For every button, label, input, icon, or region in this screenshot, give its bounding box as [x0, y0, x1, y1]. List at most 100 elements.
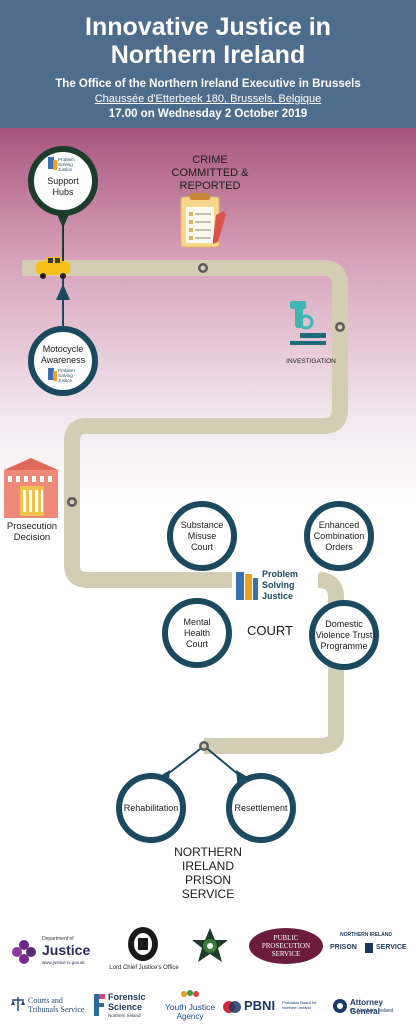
yja-line-2: Agency — [176, 1012, 204, 1021]
investigation-label: INVESTIGATION — [286, 358, 336, 365]
mini-logo-line-1: Problem — [58, 157, 75, 162]
support-hubs-line-2: Hubs — [52, 187, 74, 197]
crime-report-icon — [180, 193, 226, 248]
support-hubs-label: Support Hubs — [36, 176, 90, 198]
fsni-line-2: Science — [108, 1002, 143, 1012]
enhanced-combination-orders-circle — [304, 501, 374, 571]
substance-line-3: Court — [190, 542, 213, 552]
substance-line-1: Substance — [180, 520, 224, 530]
domestic-line-2: Violence Trust — [315, 630, 373, 640]
fsni-line-3: Northern Ireland — [108, 1013, 141, 1018]
prison-line-4: SERVICE — [181, 887, 235, 901]
doj-main-text: Justice — [42, 942, 91, 958]
road-stop — [335, 322, 345, 332]
nips-left-text: PRISON — [330, 944, 357, 951]
support-hubs-mini-logo: Problem Solving Justice — [58, 157, 84, 172]
enhanced-line-1: Enhanced — [318, 520, 360, 530]
prison-line-1: NORTHERN — [174, 845, 242, 859]
problem-solving-justice-logo — [232, 566, 318, 606]
nips-top-text: NORTHERN IRELAND — [340, 932, 392, 938]
ag-line-1: Attorney General — [350, 998, 383, 1016]
psj-line-1: Problem — [262, 569, 299, 579]
youth-justice-agency-logo: Youth Justice Agency — [160, 990, 220, 1024]
psni-crest-logo — [190, 926, 230, 970]
psj-line-3: Justice — [262, 591, 294, 601]
doj-emblem-icon — [12, 940, 36, 964]
courts-line-1: Courts and — [28, 996, 63, 1005]
prison-line-3: PRISON — [184, 873, 231, 887]
psj-logo-text: Problem Solving Justice — [262, 569, 318, 602]
prosecution-line-2: Decision — [13, 532, 51, 543]
crime-stage-label: CRIME COMMITTED & REPORTED — [160, 154, 260, 193]
mental-health-label: Mental Health Court — [167, 617, 227, 650]
prison-line-2: IRELAND — [181, 859, 234, 873]
enhanced-combination-label: Enhanced Combination Orders — [306, 520, 372, 553]
resettlement-label: Resettlement — [234, 803, 288, 813]
pbni-mark-icon — [223, 1001, 241, 1013]
domestic-violence-circle — [309, 600, 379, 670]
attorney-general-logo: Attorney General for Northern Ireland — [332, 996, 414, 1018]
rehabilitation-circle — [116, 773, 186, 843]
pbni-sub-text: Probation Board for Northern Ireland — [282, 1000, 317, 1010]
rehabilitation-label: Rehabilitation — [123, 803, 179, 813]
motocycle-awareness-label: Motocycle Awareness — [33, 344, 93, 366]
road-stop — [199, 741, 209, 751]
ag-crest-icon — [333, 999, 347, 1013]
substance-misuse-court-circle — [167, 501, 237, 571]
lord-chief-justice-logo: Lord Chief Justice's Office — [104, 924, 184, 978]
event-header: Innovative Justice in Northern Ireland T… — [0, 0, 416, 128]
psni-star-icon — [192, 928, 228, 962]
motocycle-line-2: Awareness — [40, 355, 86, 365]
pps-line-1: PUBLIC — [273, 934, 299, 942]
court-stage-label: COURT — [247, 623, 293, 638]
scales-icon — [11, 997, 25, 1011]
crime-line-2: COMMITTED & — [171, 167, 249, 179]
event-address-link[interactable]: Chaussée d'Etterbeek 180, Brussels, Belg… — [94, 93, 322, 105]
courts-line-2: Tribunals Service — [28, 1005, 85, 1014]
nips-right-text: SERVICE — [376, 944, 407, 951]
title-line-1: Innovative Justice in — [85, 13, 331, 41]
prosecution-building-icon — [4, 458, 58, 518]
support-hubs-line-1: Support — [47, 176, 79, 186]
partner-logos: Department of Justice www.justice-ni.gov… — [0, 924, 416, 1024]
forensic-science-logo: Forensic Science Northern Ireland — [94, 992, 154, 1022]
yja-line-1: Youth Justice — [164, 1002, 216, 1012]
substance-line-2: Misuse — [187, 531, 217, 541]
road-stop — [67, 497, 77, 507]
event-datetime: 17.00 on Wednesday 2 October 2019 — [108, 108, 308, 120]
doj-top-text: Department of — [42, 936, 74, 942]
taxi-icon — [36, 257, 70, 279]
royal-crest-icon — [128, 927, 158, 961]
substance-misuse-label: Substance Misuse Court — [172, 520, 232, 553]
mini-logo-line-1: Problem — [58, 368, 75, 373]
department-of-justice-logo: Department of Justice www.justice-ni.gov… — [10, 932, 100, 972]
domestic-violence-label: Domestic Violence Trust Programme — [310, 619, 378, 652]
prison-service-stage-label: NORTHERN IRELAND PRISON SERVICE — [160, 845, 256, 901]
mental-line-1: Mental — [183, 617, 211, 627]
domestic-line-1: Domestic — [325, 619, 363, 629]
support-hubs-circle — [28, 146, 98, 216]
crime-line-1: CRIME — [192, 154, 228, 166]
event-subtitle: The Office of the Northern Ireland Execu… — [55, 78, 361, 90]
psj-line-2: Solving — [262, 580, 295, 590]
microscope-icon — [290, 301, 326, 345]
title-line-2: Northern Ireland — [110, 41, 306, 69]
mini-logo-line-3: Justice — [58, 378, 73, 383]
motocycle-mini-logo: Problem Solving Justice — [58, 368, 84, 383]
doj-url-text: www.justice-ni.gov.uk — [42, 960, 85, 965]
nips-badge-icon — [365, 943, 373, 953]
mental-line-2: Health — [183, 628, 210, 638]
domestic-line-3: Programme — [320, 641, 368, 651]
pps-line-3: SERVICE — [271, 950, 301, 958]
fsni-mark-icon — [94, 994, 105, 1016]
crime-line-3: REPORTED — [179, 180, 241, 192]
mini-logo-line-2: Solving — [58, 162, 73, 167]
mental-line-3: Court — [185, 639, 208, 649]
resettlement-circle — [226, 773, 296, 843]
enhanced-line-2: Combination — [313, 531, 365, 541]
prosecution-line-1: Prosecution — [6, 521, 58, 532]
enhanced-line-3: Orders — [325, 542, 353, 552]
motocycle-awareness-circle — [28, 326, 98, 396]
road-stop — [198, 263, 208, 273]
